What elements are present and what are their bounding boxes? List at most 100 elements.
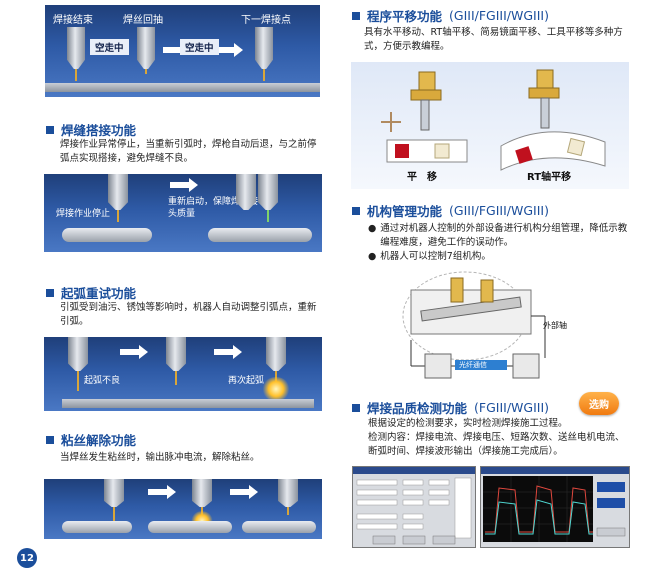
wire-icon [267,210,269,222]
quality-heading: 焊接品质检测功能 (FGIII/WGIII) [352,398,549,417]
quality-description-2: 检测内容：焊接电流、焊接电压、短路次数、送丝电机电流、断弧时间、焊接波形输出（焊… [368,432,625,457]
quality-title: 焊接品质检测功能 [367,401,468,416]
square-bullet-icon [352,403,360,412]
torch-icon [192,479,212,507]
torch-icon [258,174,278,210]
waveform-screenshot [480,466,630,548]
shift-heading: 程序平移功能 (GIII/FGIII/WGIII) [352,6,549,25]
mgmt-bullets: ● 通过对机器人控制的外部设备进行机构分组管理，降低示教编程难度，避免工作的误动… [368,222,630,264]
torch-icon [266,337,286,371]
label-wire-retract: 焊丝回抽 [123,15,163,26]
torch-icon [137,27,155,69]
workpiece [45,83,320,92]
arrow-right-icon [230,485,258,499]
robot-arm-icon [450,277,464,303]
square-bullet-icon [46,435,54,444]
weld-bead [242,521,316,533]
label-next-point: 下一焊接点 [241,15,291,26]
mgmt-bullet-text-1: 通过对机器人控制的外部设备进行机构分组管理，降低示教编程难度，避免工作的误动作。 [380,223,628,248]
overlap-description: 焊接作业异常停止，当重新引弧时，焊枪自动后退，与之前停弧点实现搭接，避免焊缝不良… [60,139,317,164]
mgmt-title-suffix: (GIII/FGIII/WGIII) [449,203,549,218]
label-idle-move-2: 空走中 [180,39,219,55]
arc-retry-description: 引弧受到油污、锈蚀等影响时，机器人自动调整引弧点，重新引弧。 [60,302,317,327]
shift-description: 具有水平移动、RT轴平移、简易镜面平移、工具平移等多种方式，方便示教编程。 [364,27,623,52]
mgmt-bullet-text-2: 机器人可以控制7组机构。 [380,251,491,262]
bullet-dot-icon: ● [368,251,377,262]
wire-icon [287,507,289,515]
square-bullet-icon [352,206,360,215]
wire-release-description: 当焊丝发生粘丝时，输出脉冲电流，解除粘丝。 [60,452,260,463]
label-work-stopped: 焊接作业停止 [56,209,111,219]
page-number: 12 [17,548,37,568]
wire-release-panel [44,479,322,539]
quality-description-1: 根据设定的检测要求，实时检测焊接施工过程。 [368,418,568,429]
arrow-right-icon [214,345,242,359]
label-weld-end: 焊接结束 [53,15,93,26]
wire-release-heading: 粘丝解除功能 [46,430,136,449]
fiber-link [455,360,507,370]
overlap-panel: 焊接作业停止 重新启动，保障焊缝接头质量 [44,174,322,252]
torch-icon [104,479,124,507]
robot-arm-icon [528,69,560,129]
robot-arm-icon [480,279,494,303]
label-idle-move-1: 空走中 [90,39,129,55]
arc-retry-heading: 起弧重试功能 [46,283,136,302]
torch-icon [67,27,85,69]
label-translate: 平 移 [407,172,437,183]
wire-icon [263,69,265,81]
torch-icon [255,27,273,69]
square-bullet-icon [46,288,54,297]
bullet-dot-icon: ● [368,223,377,234]
wire-icon [113,507,115,521]
arrow-right-icon [120,345,148,359]
controller-cabinet [512,353,540,379]
arc-retry-title: 起弧重试功能 [61,286,137,301]
torch-icon [236,174,256,210]
quality-title-suffix: (FGIII/WGIII) [474,400,550,415]
label-restart: 重新启动，保障焊缝接头质量 [168,197,259,219]
arc-spark-icon [262,377,290,401]
mgmt-illustration: 外部轴 光纤通信 [395,268,605,388]
shift-panel: 平 移 RT轴平移 [351,62,629,189]
label-rt-shift: RT轴平移 [527,172,572,183]
square-bullet-icon [352,11,360,20]
wire-icon [77,371,79,391]
arrow-right-icon [170,178,198,192]
mgmt-title: 机构管理功能 [367,204,443,219]
torch-icon [68,337,88,371]
shift-illustration [381,69,606,171]
top-weld-panel: 焊接结束 焊丝回抽 下一焊接点 空走中 空走中 [45,5,320,97]
optional-badge: 选购 [579,392,619,415]
weld-bead [148,521,232,533]
overlap-title: 焊缝搭接功能 [61,123,137,138]
arrow-right-icon [148,485,176,499]
wire-release-title: 粘丝解除功能 [61,433,137,448]
arc-retry-panel: 起弧不良 再次起弧 [44,337,322,411]
label-fiber-comm: 光纤通信 [459,361,487,369]
controller-cabinet [424,353,452,379]
shifted-target [434,143,450,159]
wire-icon [75,69,77,81]
torch-icon [166,337,186,371]
shift-title-suffix: (GIII/FGIII/WGIII) [449,8,549,23]
square-bullet-icon [46,125,54,134]
mgmt-heading: 机构管理功能 (GIII/FGIII/WGIII) [352,201,549,220]
move-arrows-icon [381,112,401,132]
overlap-heading: 焊缝搭接功能 [46,120,136,139]
weld-bead [62,228,152,242]
torch-icon [278,479,298,507]
weld-bead [208,228,312,242]
label-arc-again: 再次起弧 [228,376,265,386]
label-arc-fail: 起弧不良 [84,376,121,386]
red-target [395,144,409,158]
wire-icon [175,371,177,385]
mgmt-bullet-2: ● 机器人可以控制7组机构。 [368,250,630,264]
robot-arm-icon [410,71,442,131]
torch-icon [108,174,128,210]
workpiece [62,399,314,408]
wire-icon [145,69,147,74]
mgmt-bullet-1: ● 通过对机器人控制的外部设备进行机构分组管理，降低示教编程难度，避免工作的误动… [368,222,630,250]
weld-bead [62,521,132,533]
shift-title: 程序平移功能 [367,9,443,24]
settings-screenshot [352,466,476,548]
